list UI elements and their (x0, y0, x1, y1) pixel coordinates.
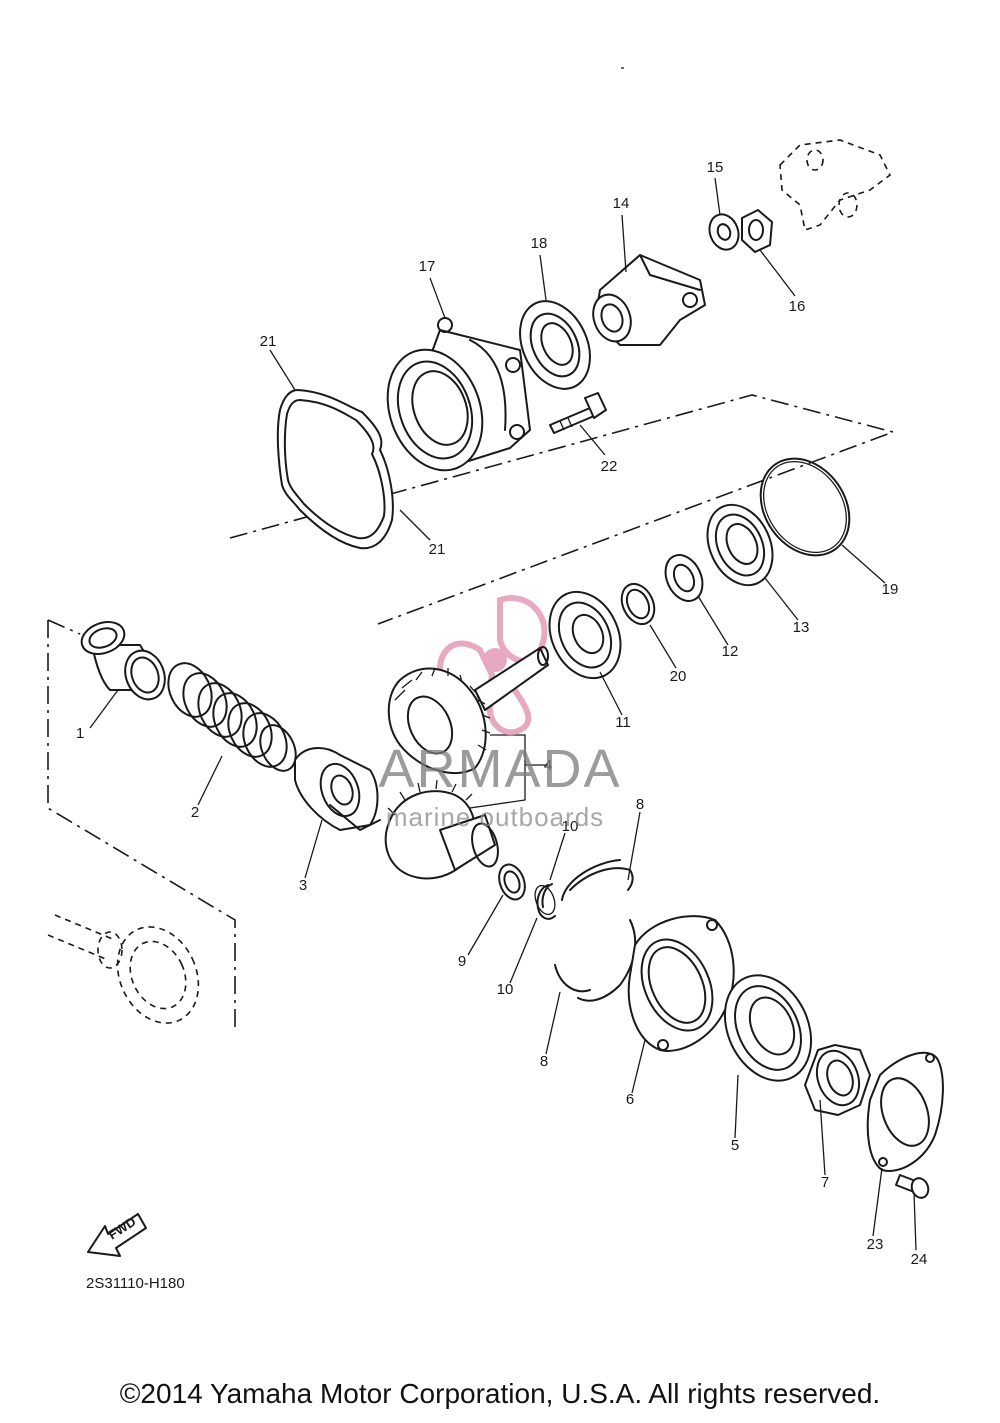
callout-21-upper: 21 (260, 333, 277, 350)
assembly-outline-upper (229, 394, 896, 625)
callout-18: 18 (531, 235, 548, 252)
callout-6: 6 (626, 1091, 634, 1108)
watermark-brand: ARMADA (378, 739, 621, 799)
fwd-direction-arrow: FWD (87, 1213, 147, 1257)
part-19-o-ring (759, 457, 851, 557)
part-5-bearing (723, 974, 813, 1082)
universal-joint-reference (779, 139, 892, 232)
part-3-clutch (294, 747, 381, 831)
callout-4: 4 (544, 757, 552, 774)
part-15-washer (708, 213, 740, 251)
callout-24: 24 (911, 1251, 928, 1268)
callout-5: 5 (731, 1137, 739, 1154)
part-14-yoke (592, 254, 706, 346)
callout-17: 17 (419, 258, 436, 275)
part-22-bolt (549, 392, 607, 434)
part-9-washer (498, 863, 526, 901)
part-10-circlip (534, 883, 556, 920)
callout-21-lower: 21 (429, 541, 446, 558)
part-12-collar (664, 554, 704, 602)
propeller-shaft-reference (47, 914, 200, 1024)
copyright-notice: ©2014 Yamaha Motor Corporation, U.S.A. A… (119, 1378, 881, 1409)
part-6-bearing-housing (627, 915, 735, 1052)
callout-14: 14 (613, 195, 630, 212)
callout-11: 11 (615, 714, 631, 731)
leader-lines (89, 67, 917, 1251)
assembly-outline-left (47, 619, 236, 1028)
callout-labels: 1 2 3 4 5 6 7 8 8 9 10 10 11 12 13 14 15… (76, 159, 928, 1268)
callout-15: 15 (707, 159, 724, 176)
callout-23: 23 (867, 1236, 884, 1253)
part-21-gasket (276, 389, 394, 550)
drawing-code: 2S31110-H180 (86, 1275, 185, 1292)
callout-10-lower: 10 (497, 981, 514, 998)
callout-8-upper: 8 (636, 796, 644, 813)
callout-12: 12 (722, 643, 739, 660)
callout-9: 9 (458, 953, 466, 970)
part-16-nut (741, 209, 773, 253)
callout-20: 20 (670, 668, 687, 685)
part-18-oil-seal (519, 300, 591, 390)
callout-2: 2 (191, 804, 199, 821)
callout-19: 19 (882, 581, 899, 598)
callout-13: 13 (793, 619, 810, 636)
callout-3: 3 (299, 877, 307, 894)
part-4-gear-set (384, 646, 549, 880)
part-13-bearing (706, 503, 774, 587)
callout-22: 22 (601, 458, 618, 475)
callout-10-upper: 10 (562, 818, 579, 835)
part-23-gasket (866, 1051, 944, 1172)
callout-8-lower: 8 (540, 1053, 548, 1070)
armada-watermark: ARMADA marine outboards (378, 739, 621, 832)
callout-16: 16 (789, 298, 806, 315)
part-2-spring (167, 662, 297, 772)
callout-7: 7 (821, 1174, 829, 1191)
part-24-screw (895, 1174, 930, 1199)
watermark-tagline: marine outboards (386, 802, 604, 832)
callout-1: 1 (76, 725, 84, 742)
part-17-housing (386, 317, 531, 472)
part-7-ring-nut (804, 1044, 871, 1116)
part-11-bearing (548, 590, 622, 680)
part-1-sleeve (80, 621, 166, 701)
part-20-shim (620, 582, 656, 626)
part-8-shim (554, 859, 637, 1002)
